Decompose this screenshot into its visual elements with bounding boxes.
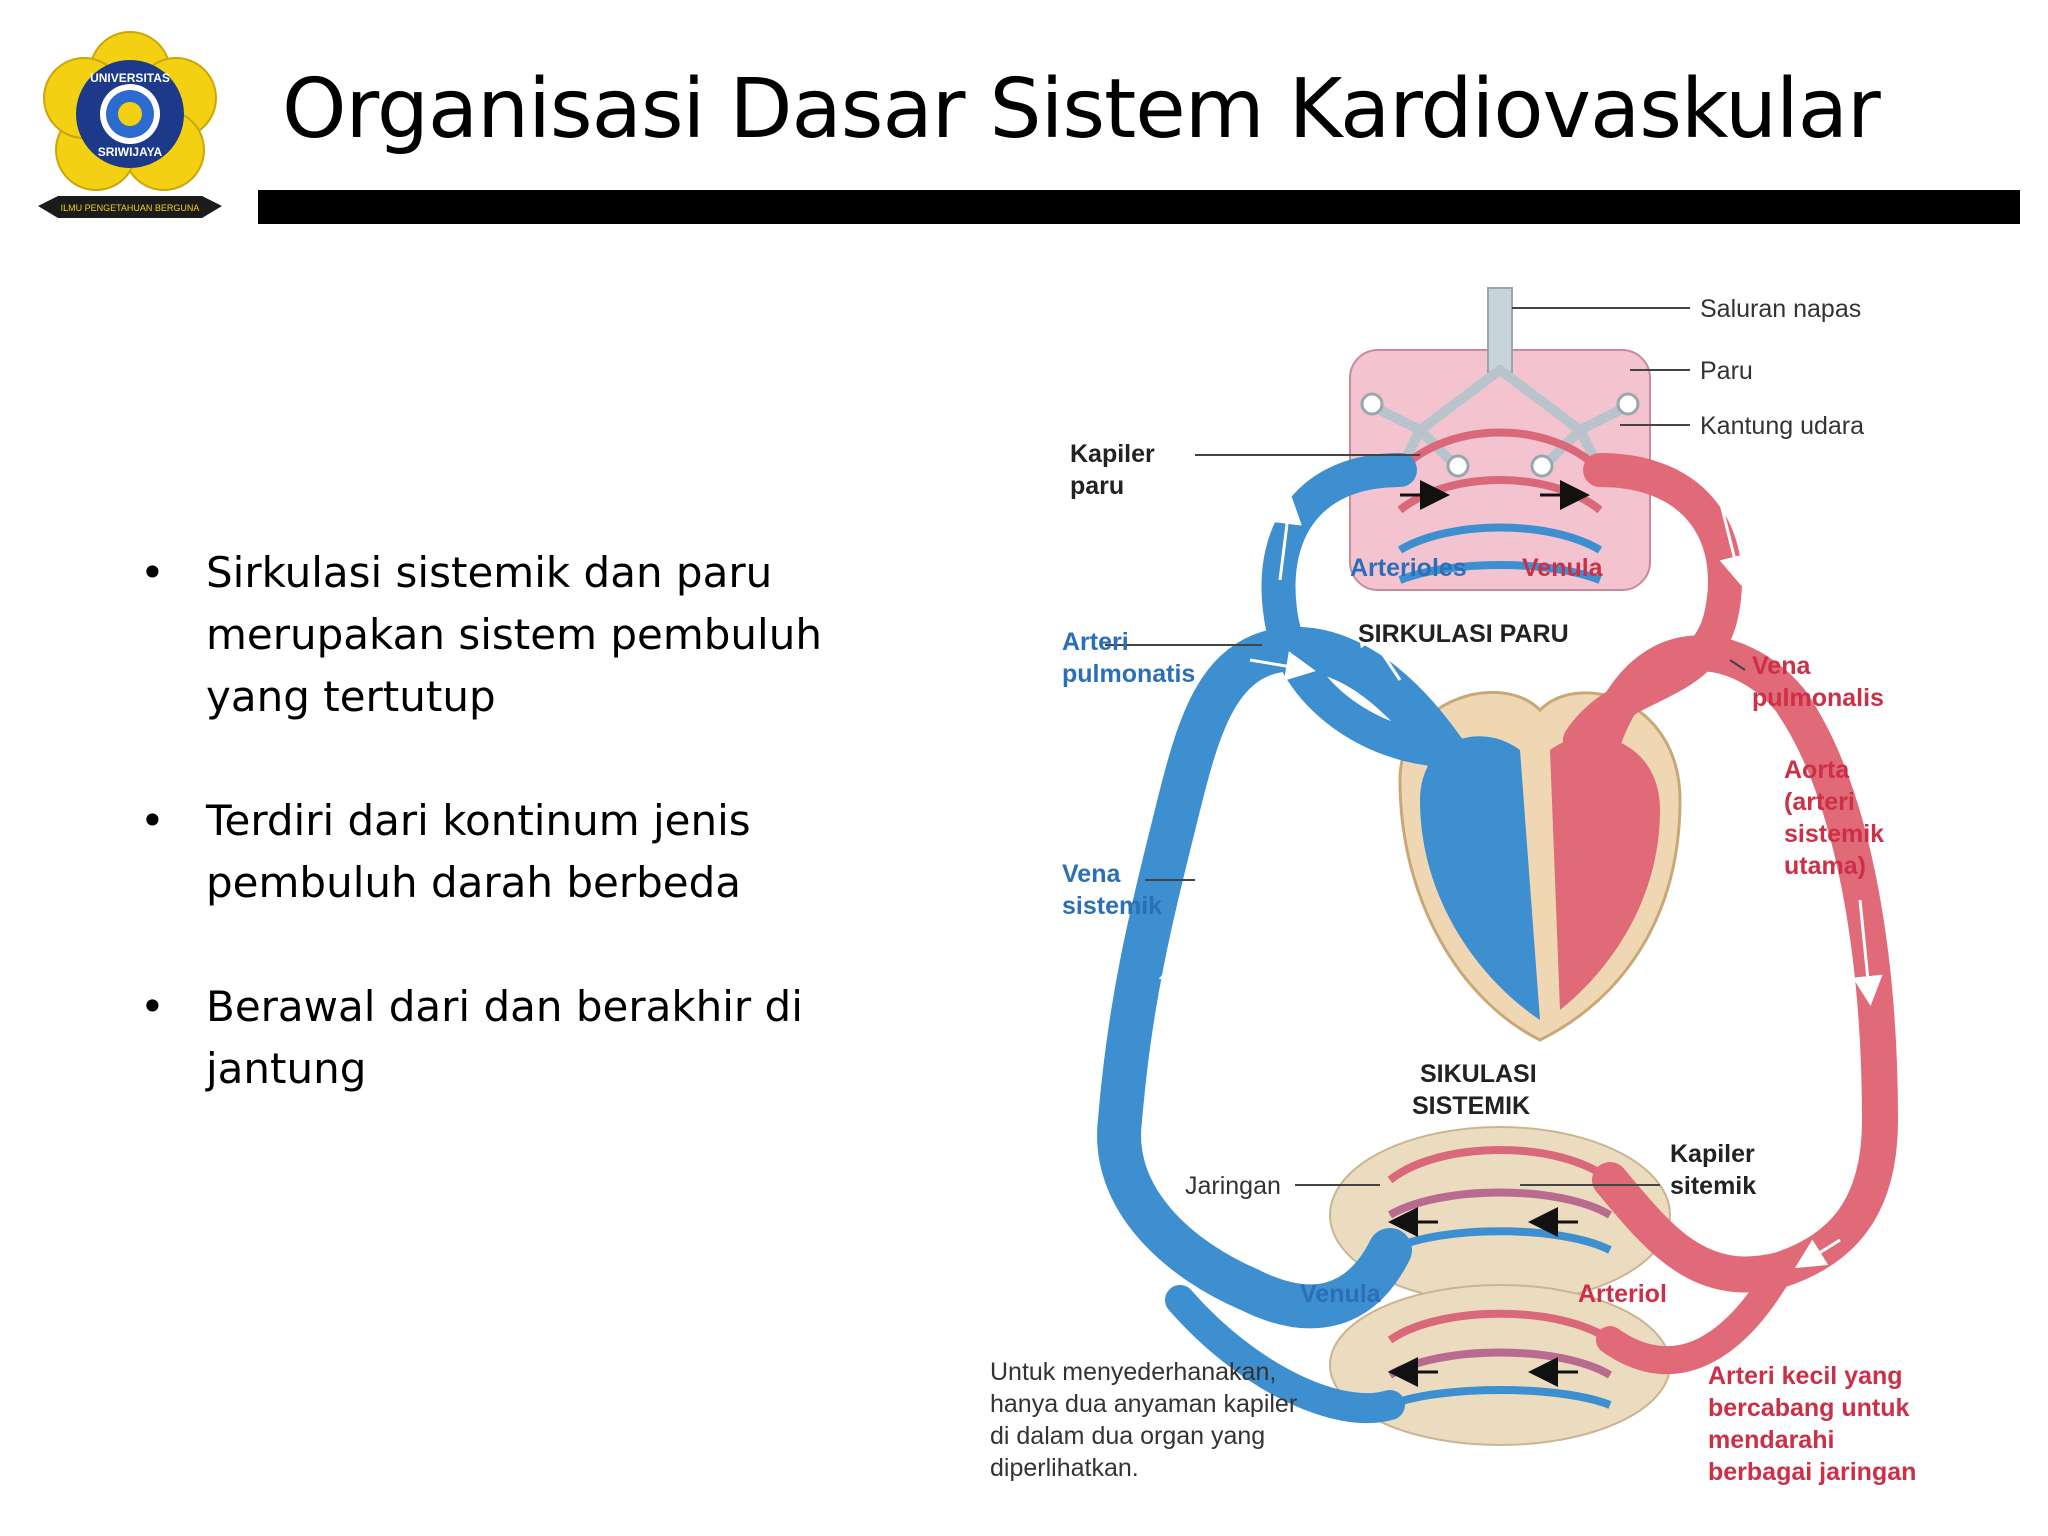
vessel-flow-arrows [1148,494,1883,1269]
label-paru: Paru [1700,357,1753,385]
label-jaringan: Jaringan [1185,1172,1281,1200]
label-venula-bottom: Venula [1300,1280,1382,1308]
label-vena-sistemik: sistemik [1062,892,1162,920]
leader-lines [1105,307,1746,1186]
label-arterioles: Arterioles [1350,554,1467,582]
label-vena-pulmonalis: pulmonalis [1752,684,1884,712]
label-note: hanya dua anyaman kapiler [990,1390,1297,1418]
label-sikulasi-sistemik: SIKULASI [1420,1060,1537,1088]
slide-title: Organisasi Dasar Sistem Kardiovaskular [282,62,1881,157]
label-arteri-pulmonatis: Arteri [1062,628,1129,656]
label-saluran-napas: Saluran napas [1700,295,1861,323]
bullet-text: Berawal dari dan berakhir di jantung [206,982,803,1093]
bullet-item: • Berawal dari dan berakhir di jantung [140,976,900,1100]
bullet-text: Sirkulasi sistemik dan paru merupakan si… [206,548,822,721]
title-underline-bar [258,190,2020,224]
label-kapiler-sitemik: Kapiler [1670,1140,1755,1168]
label-vena-sistemik: Vena [1062,860,1121,888]
label-kapiler-paru: Kapiler [1070,440,1155,468]
circulation-diagram: Saluran napas Paru Kantung udara Kapiler… [990,287,1916,1486]
label-note: Untuk menyederhanakan, [990,1358,1276,1386]
label-vena-pulmonalis: Vena [1752,652,1811,680]
bullet-dot-icon: • [140,548,165,597]
bullet-dot-icon: • [140,796,165,845]
label-aorta: sistemik [1784,820,1884,848]
university-logo: UNIVERSITAS SRIWIJAYA ILMU PENGETAHUAN B… [38,31,222,218]
label-sirkulasi-paru: SIRKULASI PARU [1358,620,1569,648]
oxygenated-vessels [1563,453,1899,1375]
bullet-list: • Sirkulasi sistemik dan paru merupakan s… [140,542,900,1162]
bullet-item: • Terdiri dari kontinum jenis pembuluh da… [140,790,900,914]
label-kapiler-sitemik: sitemik [1670,1172,1756,1200]
label-arteri-kecil: berbagai jaringan [1708,1458,1916,1486]
logo-ribbon [38,196,222,218]
label-aorta: Aorta [1784,756,1850,784]
heart-right-side [1420,736,1540,1020]
logo-ring-text-top: UNIVERSITAS [90,71,170,85]
label-arteri-kecil: bercabang untuk [1708,1394,1910,1422]
label-note: diperlihatkan. [990,1454,1139,1482]
label-venula-top: Venula [1522,554,1604,582]
deoxygenated-vessels [1097,453,1472,1424]
label-kantung-udara: Kantung udara [1700,412,1864,440]
label-sikulasi-sistemik: SISTEMIK [1412,1092,1530,1120]
bullet-item: • Sirkulasi sistemik dan paru merupakan s… [140,542,900,728]
bullet-text: Terdiri dari kontinum jenis pembuluh dar… [206,796,751,907]
label-arteri-kecil: Arteri kecil yang [1708,1362,1903,1390]
label-aorta: utama) [1784,852,1866,880]
label-note: di dalam dua organ yang [990,1422,1265,1450]
label-arteriol: Arteriol [1578,1280,1667,1308]
label-arteri-kecil: mendarahi [1708,1426,1834,1454]
heart-left-side [1550,736,1660,1010]
logo-ring-text-bottom: SRIWIJAYA [98,145,163,159]
logo-ribbon-text: ILMU PENGETAHUAN BERGUNA [61,203,200,213]
label-aorta: (arteri [1784,788,1855,816]
bullet-dot-icon: • [140,982,165,1031]
airway-tree [1375,287,1625,475]
label-kapiler-paru: paru [1070,472,1124,500]
label-arteri-pulmonatis: pulmonatis [1062,660,1195,688]
